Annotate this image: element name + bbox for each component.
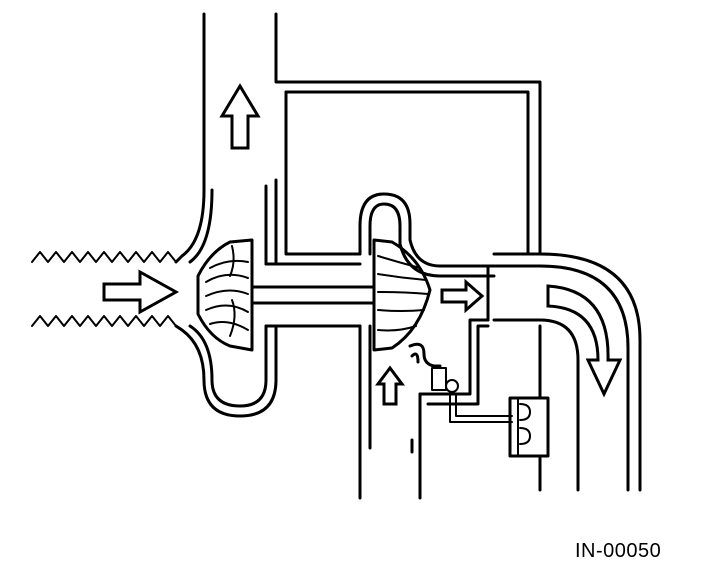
turbine-wheel <box>374 240 430 350</box>
intake-zigzag-upper <box>32 252 176 262</box>
exhaust-up-arrow-icon <box>222 86 258 148</box>
compressor-housing <box>176 14 540 416</box>
wastegate-assembly <box>410 320 548 498</box>
intake-air-lines <box>32 252 176 326</box>
intake-zigzag-lower <box>32 316 176 326</box>
turbo-shaft <box>252 287 374 303</box>
turbine-outlet-arrow-icon <box>442 282 482 310</box>
outlet-bend-arrow-icon <box>548 286 620 394</box>
compressor-wheel <box>198 240 252 350</box>
figure-id-label: IN-00050 <box>575 540 662 562</box>
intake-arrow-icon <box>104 272 176 312</box>
outlet-duct <box>488 254 640 490</box>
intercooler-box <box>286 92 528 254</box>
turbine-inlet-arrow-icon <box>378 368 402 404</box>
turbine-housing <box>360 194 494 498</box>
